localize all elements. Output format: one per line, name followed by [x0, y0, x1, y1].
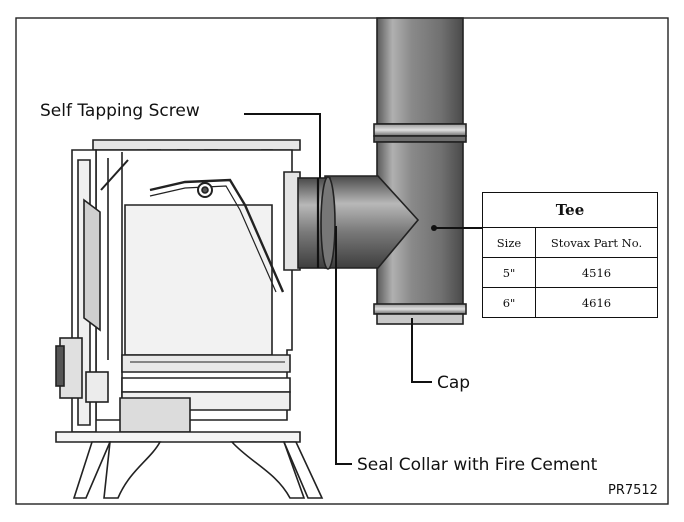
table-row: 5" 4516 — [482, 257, 658, 288]
tee-pipe — [297, 17, 467, 325]
stove — [55, 139, 324, 499]
table-leader-dot — [431, 225, 437, 231]
tee-table-title: Tee — [482, 192, 658, 228]
table-cell-part: 4616 — [535, 287, 658, 318]
table-cell-part: 4516 — [535, 257, 658, 288]
collar-label: Seal Collar with Fire Cement — [357, 455, 598, 475]
diagram-frame — [15, 17, 669, 505]
table-cell-size: 5" — [482, 257, 536, 288]
cap-leader — [411, 318, 432, 383]
table-header-part: Stovax Part No. — [535, 227, 658, 258]
table-cell-size: 6" — [482, 287, 536, 318]
reference-code: PR7512 — [608, 483, 658, 498]
collar-leader — [335, 226, 352, 465]
screw-leader — [244, 113, 321, 178]
leader-lines — [244, 113, 482, 465]
table-row: 6" 4616 — [482, 287, 658, 318]
tee-part-table: Tee Size Stovax Part No. 5" 4516 6" 4616 — [482, 192, 658, 318]
cap-label: Cap — [437, 373, 470, 393]
screw-label: Self Tapping Screw — [40, 101, 200, 121]
table-header-size: Size — [482, 227, 536, 258]
